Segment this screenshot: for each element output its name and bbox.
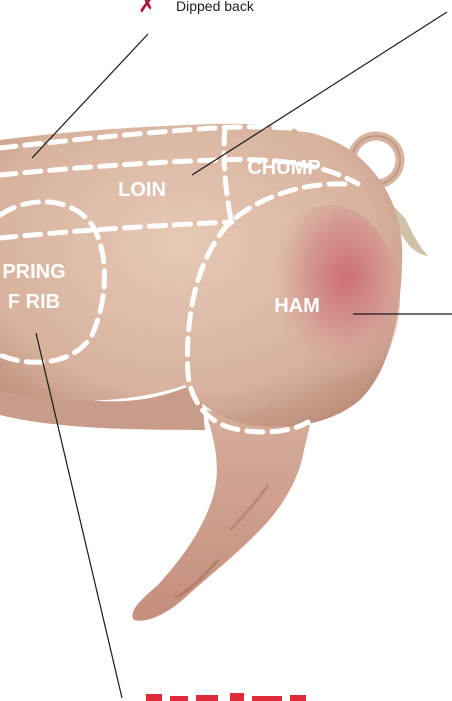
chump-label: CHUMP	[247, 157, 320, 179]
pig-rear-leg	[132, 410, 310, 621]
spring-label-line1: PRING	[2, 261, 65, 283]
dipped-back-label: Dipped back	[176, 0, 255, 14]
bottom-text-fragment	[146, 693, 306, 701]
dipped-back-note: ✗ Dipped back	[138, 0, 255, 18]
spring-label-line2: F RIB	[8, 291, 60, 313]
cross-mark-icon: ✗	[138, 0, 156, 18]
ham-label: HAM	[274, 295, 320, 317]
loin-label: LOIN	[118, 179, 166, 201]
